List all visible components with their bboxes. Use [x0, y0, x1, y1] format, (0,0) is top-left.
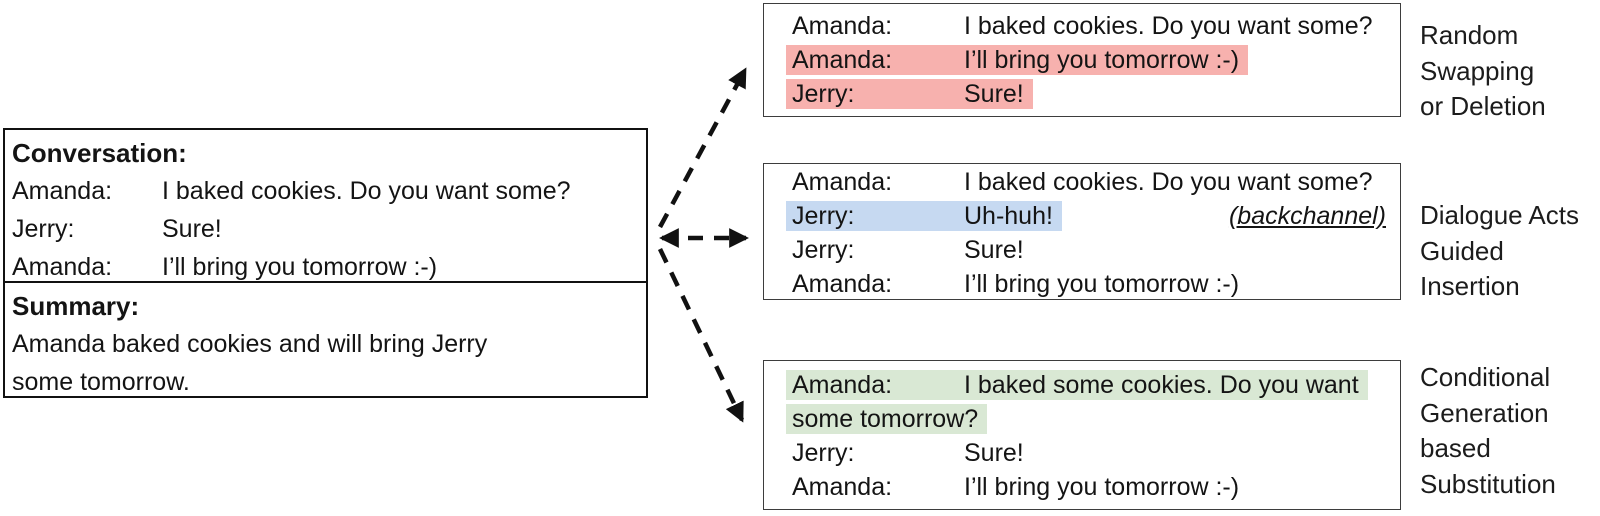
speaker-label: Jerry:	[792, 236, 855, 264]
label-line: Insertion	[1420, 271, 1520, 301]
highlighted-turn-content: Jerry: Uh-huh!	[786, 201, 1062, 231]
arrow-to-random-box	[658, 67, 747, 229]
turn-content: Amanda: I’ll bring you tomorrow :-)	[786, 472, 1248, 502]
utterance-text: I baked cookies. Do you want some?	[162, 177, 571, 205]
summary-title: Summary:	[12, 291, 140, 321]
dialogue-turn: Amanda: I’ll bring you tomorrow :-)	[792, 470, 1400, 504]
speaker-label: Jerry:	[12, 215, 75, 243]
turn-content: Amanda: I baked cookies. Do you want some…	[786, 11, 1382, 41]
highlighted-turn-content: Amanda: I baked some cookies. Do you want	[786, 370, 1368, 400]
speaker-label: Jerry:	[792, 80, 855, 108]
dialogue-turn: Amanda: I baked some cookies. Do you want	[786, 368, 1400, 402]
turn-content: Jerry: Sure!	[786, 438, 1033, 468]
conversation-turn: Jerry: Sure!	[12, 210, 646, 248]
dialogue-turn-wrap: some tomorrow?	[786, 402, 1400, 436]
label-line: Random	[1420, 20, 1519, 50]
dialogue-turn: Jerry: Uh-huh! (backchannel)	[786, 199, 1400, 233]
speaker-label: Amanda:	[12, 177, 113, 205]
utterance-text: I’ll bring you tomorrow :-)	[162, 253, 438, 281]
label-line: based	[1420, 433, 1491, 463]
speaker-label: Amanda:	[12, 253, 113, 281]
utterance-text: I baked some cookies. Do you want	[964, 371, 1359, 399]
label-line: Conditional	[1420, 362, 1551, 392]
dialogue-turn: Jerry: Sure!	[786, 77, 1400, 111]
summary-box: Summary: Amanda baked cookies and will b…	[3, 281, 648, 398]
label-dialogue-acts: Dialogue Acts Guided Insertion	[1420, 198, 1600, 305]
dialogue-turn: Amanda: I baked cookies. Do you want some…	[792, 165, 1400, 199]
utterance-text: Sure!	[964, 236, 1024, 264]
utterance-text: Sure!	[964, 439, 1024, 467]
dialogue-acts-box: Amanda: I baked cookies. Do you want some…	[763, 163, 1401, 300]
dialogue-turn: Jerry: Sure!	[792, 233, 1400, 267]
speaker-label: Amanda:	[792, 371, 893, 399]
utterance-text: I baked cookies. Do you want some?	[964, 168, 1373, 196]
conversation-title: Conversation:	[12, 138, 187, 168]
speaker-label: Amanda:	[792, 12, 893, 40]
speaker-label: Amanda:	[792, 168, 893, 196]
conversation-box: Conversation: Amanda: I baked cookies. Do…	[3, 128, 648, 283]
label-line: or Deletion	[1420, 91, 1546, 121]
highlighted-turn-content: Jerry: Sure!	[786, 79, 1033, 109]
dialogue-turn: Amanda: I baked cookies. Do you want some…	[792, 9, 1400, 43]
utterance-text: I’ll bring you tomorrow :-)	[964, 270, 1240, 298]
dialogue-turn: Amanda: I’ll bring you tomorrow :-)	[786, 43, 1400, 77]
speaker-label: Amanda:	[792, 270, 893, 298]
utterance-text: Sure!	[162, 215, 222, 243]
conversation-turn: Amanda: I baked cookies. Do you want some…	[12, 172, 646, 210]
highlighted-turn-content: some tomorrow?	[786, 404, 988, 434]
conditional-generation-box: Amanda: I baked some cookies. Do you want…	[763, 360, 1401, 510]
turn-content: Jerry: Sure!	[786, 235, 1033, 265]
utterance-text: some tomorrow?	[792, 405, 979, 433]
label-random-swapping: Random Swapping or Deletion	[1420, 18, 1600, 125]
speaker-label: Amanda:	[792, 46, 893, 74]
speaker-label: Amanda:	[792, 473, 893, 501]
highlighted-turn-content: Amanda: I’ll bring you tomorrow :-)	[786, 45, 1249, 75]
speaker-label: Jerry:	[792, 202, 855, 230]
arrow-to-conditional-box	[657, 248, 745, 423]
dialogue-turn: Jerry: Sure!	[792, 436, 1400, 470]
label-conditional-generation: Conditional Generation based Substitutio…	[1420, 360, 1600, 502]
random-swapping-box: Amanda: I baked cookies. Do you want some…	[763, 3, 1401, 117]
conversation-turn: Amanda: I’ll bring you tomorrow :-)	[12, 248, 646, 286]
speaker-label: Jerry:	[792, 439, 855, 467]
summary-text-line: Amanda baked cookies and will bring Jerr…	[12, 330, 488, 358]
backchannel-annotation: (backchannel)	[1228, 202, 1386, 230]
label-line: Swapping	[1420, 55, 1535, 86]
label-line: Guided	[1420, 235, 1504, 266]
utterance-text: Sure!	[964, 80, 1024, 108]
turn-content: Amanda: I baked cookies. Do you want some…	[786, 167, 1382, 197]
label-line: Generation	[1420, 397, 1549, 428]
summary-text-line: some tomorrow.	[12, 368, 190, 396]
utterance-text: I baked cookies. Do you want some?	[964, 12, 1373, 40]
utterance-text: I’ll bring you tomorrow :-)	[964, 473, 1240, 501]
turn-content: Amanda: I’ll bring you tomorrow :-)	[786, 269, 1248, 299]
label-line: Dialogue Acts	[1420, 200, 1579, 230]
utterance-text: Uh-huh!	[964, 202, 1053, 230]
dialogue-turn: Amanda: I’ll bring you tomorrow :-)	[792, 267, 1400, 301]
utterance-text: I’ll bring you tomorrow :-)	[964, 46, 1240, 74]
label-line: Substitution	[1420, 468, 1556, 499]
